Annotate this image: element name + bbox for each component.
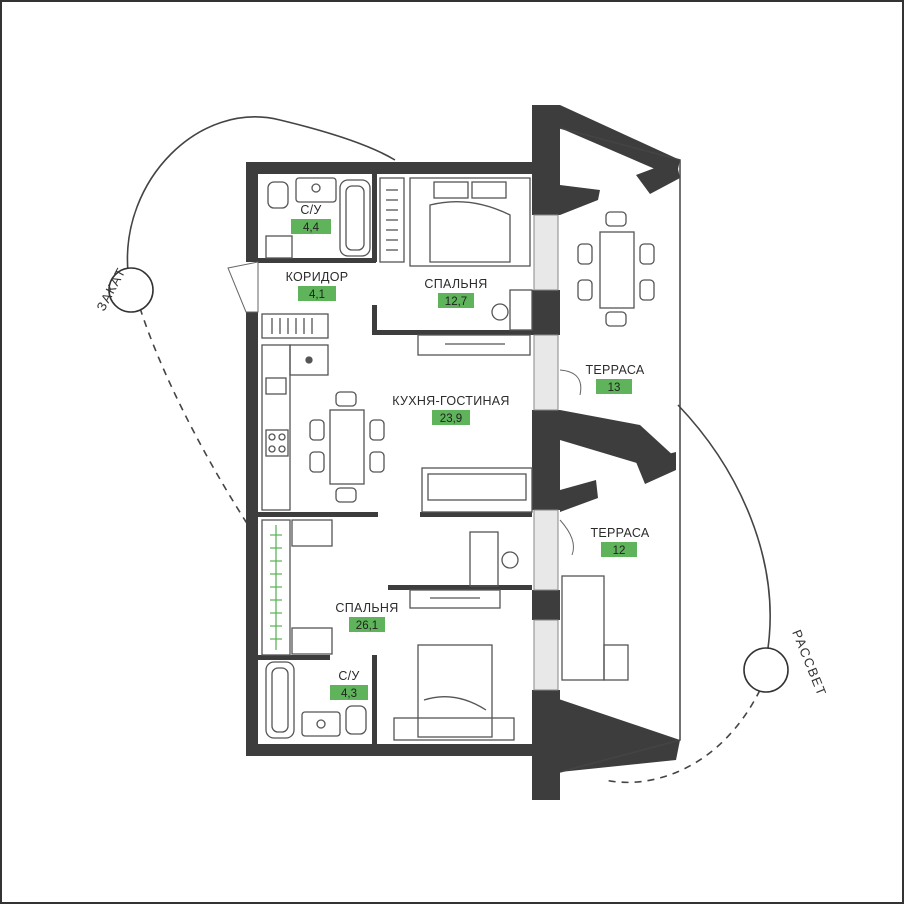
sunrise-arc-dashed — [604, 689, 761, 784]
room-name-bedroom1: СПАЛЬНЯ — [424, 277, 487, 291]
area-badge-bedroom2 — [349, 617, 385, 632]
shoe-rack-icon — [261, 313, 329, 339]
terrace-door-2 — [559, 519, 574, 556]
sunrise-label: РАССВЕТ — [789, 628, 829, 699]
bed-2-icon — [417, 644, 493, 738]
toilet-2-icon — [345, 705, 367, 735]
room-area-kitchen-living: 23,9 — [440, 413, 462, 425]
room-area-bedroom2: 26,1 — [356, 620, 378, 632]
room-area-bath1: 4,4 — [303, 222, 320, 234]
area-badge-terrace2 — [601, 542, 637, 557]
room-name-terrace2: ТЕРРАСА — [590, 526, 649, 540]
kitchen-counter-icon — [261, 344, 291, 511]
desk-icon — [509, 289, 533, 331]
bathtub-icon — [339, 179, 371, 257]
area-badge-bedroom1 — [438, 293, 474, 308]
room-name-terrace1: ТЕРРАСА — [585, 363, 644, 377]
sink-icon — [295, 177, 337, 203]
area-badge-bath1 — [291, 219, 331, 234]
sun-path — [126, 116, 771, 784]
furniture — [261, 177, 655, 741]
room-area-bath2: 4,3 — [341, 688, 357, 700]
room-name-corridor: КОРИДОР — [286, 270, 349, 284]
room-area-terrace2: 12 — [613, 545, 626, 557]
room-name-bath1: С/У — [300, 203, 321, 217]
bed-icon — [409, 177, 531, 267]
room-name-bath2: С/У — [338, 669, 359, 683]
room-area-bedroom1: 12,7 — [445, 296, 467, 308]
sunset-arc-dashed — [139, 307, 249, 526]
tv-stand-icon — [417, 334, 531, 356]
area-badge-corridor — [298, 286, 336, 301]
dining-table-icon — [329, 409, 365, 485]
tv-stand-2-icon — [409, 589, 501, 609]
bedroom-desk-icon — [469, 531, 499, 587]
windows — [533, 214, 559, 691]
room-area-corridor: 4,1 — [309, 289, 325, 301]
terrace-door-1 — [559, 369, 582, 396]
terrace-table-icon — [599, 231, 635, 309]
sink-2-icon — [301, 711, 341, 737]
toilet-icon — [267, 181, 289, 209]
area-badge-bath2 — [330, 685, 368, 700]
sunset-arc-solid — [126, 116, 396, 273]
terrace-sofa-icon — [561, 575, 605, 681]
radiator-icon — [379, 177, 405, 263]
washer-icon — [265, 235, 293, 259]
area-badge-kitchen-living — [432, 410, 470, 425]
room-area-terrace1: 13 — [608, 382, 621, 394]
sunrise-arc-solid — [677, 404, 771, 649]
room-name-bedroom2: СПАЛЬНЯ — [335, 601, 398, 615]
stove-icon — [265, 429, 289, 457]
entrance-door — [227, 261, 259, 313]
walls — [246, 105, 680, 800]
sunrise-sun-icon — [743, 647, 789, 693]
sofa-icon — [421, 467, 533, 513]
room-name-kitchen-living: КУХНЯ-ГОСТИНАЯ — [392, 394, 510, 408]
bathtub-2-icon — [265, 661, 295, 739]
area-badge-terrace1 — [596, 379, 632, 394]
sunset-sun-icon — [108, 267, 154, 313]
wardrobe-icon — [261, 519, 291, 656]
terrace-boundary — [559, 127, 681, 773]
